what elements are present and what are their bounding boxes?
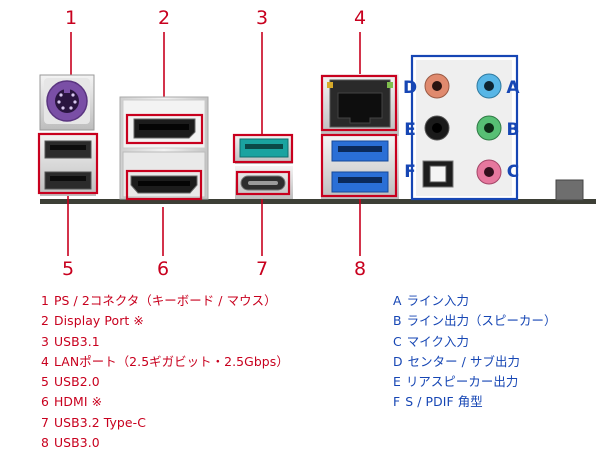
usb31-port bbox=[232, 133, 294, 164]
legend-label: HDMI ※ bbox=[53, 394, 103, 410]
callout-number-3: 3 bbox=[256, 7, 268, 29]
usb30-highlight bbox=[320, 133, 398, 198]
usb30-ports bbox=[320, 133, 399, 199]
legend-key: 8 bbox=[41, 435, 49, 451]
usb-type-c-port bbox=[235, 166, 293, 199]
legend-label: PS / 2コネクタ（キーボード / マウス） bbox=[53, 293, 277, 308]
usb20-ports bbox=[37, 132, 99, 196]
legend-label: リアスピーカー出力 bbox=[405, 374, 519, 390]
callout-number-6: 6 bbox=[157, 258, 169, 280]
lan-port bbox=[320, 74, 399, 136]
legend-key: A bbox=[393, 293, 402, 308]
legend-key: 2 bbox=[41, 313, 49, 329]
legend-label: LANポート（2.5ギガビット・2.5Gbps） bbox=[53, 353, 289, 369]
legend-item-A: A ライン入力 bbox=[393, 291, 557, 311]
board-component bbox=[555, 179, 584, 201]
hdmi-port bbox=[122, 151, 206, 201]
legend-key: 7 bbox=[41, 414, 49, 430]
jack-letter-F: F bbox=[404, 162, 416, 182]
legend-label: ライン入力 bbox=[406, 293, 470, 308]
legend-key: 5 bbox=[41, 374, 49, 390]
legend-label: Display Port ※ bbox=[53, 313, 144, 329]
usb31-highlight bbox=[232, 133, 294, 164]
audio-jacks: D A E B F C bbox=[403, 54, 520, 201]
legend-label: S / PDIF 角型 bbox=[405, 394, 483, 410]
legend-key: 1 bbox=[41, 293, 49, 308]
legend-key: 4 bbox=[41, 353, 49, 369]
ps2-port bbox=[39, 74, 95, 131]
hdmi-highlight bbox=[125, 169, 203, 201]
rear-io-illustration: 1 2 3 4 5 6 7 8 bbox=[37, 7, 596, 280]
jack-letter-B: B bbox=[507, 120, 520, 140]
legend-key: B bbox=[393, 313, 402, 329]
callout-number-2: 2 bbox=[158, 7, 170, 29]
legend-label: マイク入力 bbox=[406, 333, 469, 349]
callout-number-1: 1 bbox=[65, 7, 77, 29]
callout-number-8: 8 bbox=[354, 258, 366, 280]
displayport-highlight bbox=[125, 113, 204, 145]
legend-key: 3 bbox=[41, 333, 49, 349]
board-edge bbox=[40, 199, 596, 204]
type-c-highlight bbox=[235, 170, 291, 196]
jack-letter-C: C bbox=[507, 162, 519, 182]
legend-key: C bbox=[393, 333, 402, 349]
legend-key: D bbox=[393, 353, 403, 369]
legend-item-1: 1 PS / 2コネクタ（キーボード / マウス） bbox=[41, 291, 289, 311]
legend-label: センター / サブ出力 bbox=[407, 353, 520, 369]
legend-key: 6 bbox=[41, 394, 49, 410]
legend-label: ライン出力（スピーカー） bbox=[406, 313, 557, 329]
legend-label: USB3.2 Type-C bbox=[53, 414, 146, 430]
legend-label: USB3.1 bbox=[53, 333, 100, 349]
legend-key: E bbox=[393, 374, 401, 390]
callout-number-7: 7 bbox=[256, 258, 268, 280]
legend-key: F bbox=[393, 394, 401, 410]
leader-lines bbox=[67, 32, 361, 256]
jack-letter-D: D bbox=[403, 78, 417, 98]
callout-number-4: 4 bbox=[354, 7, 366, 29]
callout-number-5: 5 bbox=[62, 258, 74, 280]
legend-label: USB3.0 bbox=[53, 435, 100, 451]
lan-highlight bbox=[320, 74, 398, 132]
legend-label: USB2.0 bbox=[53, 374, 100, 390]
usb20-highlight bbox=[37, 132, 99, 195]
jack-letter-E: E bbox=[404, 120, 416, 140]
jack-letter-A: A bbox=[506, 78, 520, 98]
